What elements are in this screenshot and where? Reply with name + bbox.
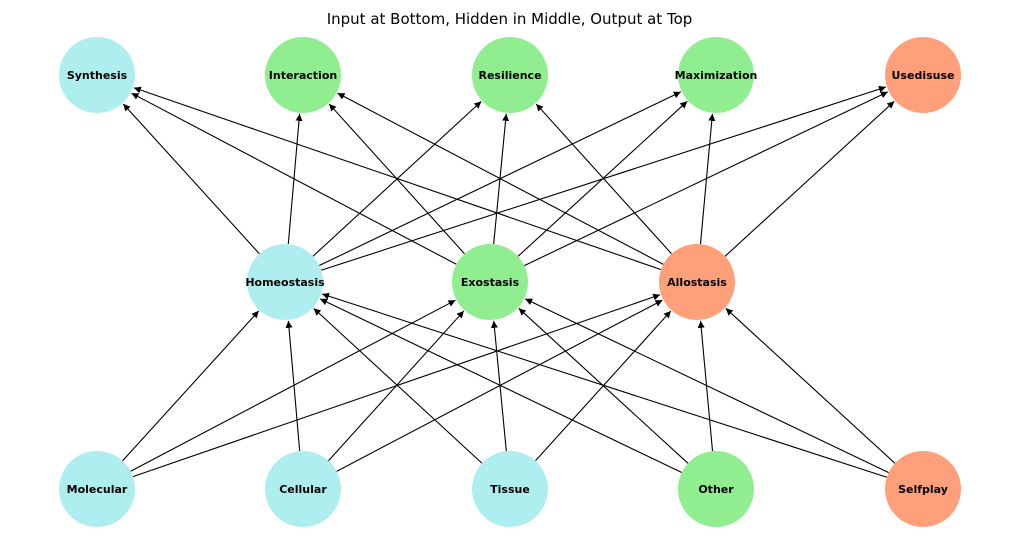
node-label-homeostasis: Homeostasis <box>245 276 325 289</box>
node-label-other: Other <box>698 483 734 496</box>
edge-molecular-to-exostasis <box>130 299 456 472</box>
node-circle-exostasis <box>452 244 528 320</box>
node-circle-homeostasis <box>247 244 323 320</box>
node-label-synthesis: Synthesis <box>67 69 128 82</box>
node-label-maximization: Maximization <box>675 69 758 82</box>
edge-tissue-to-exostasis <box>490 320 507 452</box>
edge-selfplay-to-exostasis <box>524 298 889 474</box>
edge-homeostasis-to-synthesis <box>122 103 260 255</box>
node-homeostasis: Homeostasis <box>245 244 325 320</box>
edge-other-to-homeostasis <box>319 298 682 474</box>
edge-tissue-to-homeostasis <box>313 308 483 464</box>
node-circle-resilience <box>472 37 548 113</box>
edge-selfplay-to-allostasis <box>725 307 896 464</box>
node-circle-tissue <box>472 451 548 527</box>
node-molecular: Molecular <box>59 451 135 527</box>
node-circle-molecular <box>59 451 135 527</box>
node-circle-synthesis <box>59 37 135 113</box>
node-cellular: Cellular <box>265 451 341 527</box>
node-tissue: Tissue <box>472 451 548 527</box>
node-label-molecular: Molecular <box>67 483 128 496</box>
node-circle-allostasis <box>659 244 735 320</box>
edge-cellular-to-homeostasis <box>285 320 301 452</box>
edge-allostasis-to-synthesis <box>133 86 662 271</box>
edge-molecular-to-homeostasis <box>122 310 260 462</box>
node-circle-cellular <box>265 451 341 527</box>
node-circle-usedisuse <box>885 37 961 113</box>
node-maximization: Maximization <box>675 37 758 113</box>
node-usedisuse: Usedisuse <box>885 37 961 113</box>
edge-cellular-to-exostasis <box>328 310 465 462</box>
edge-exostasis-to-synthesis <box>131 92 457 265</box>
node-circle-interaction <box>265 37 341 113</box>
node-label-allostasis: Allostasis <box>667 276 727 289</box>
node-label-resilience: Resilience <box>478 69 541 82</box>
node-allostasis: Allostasis <box>659 244 735 320</box>
node-resilience: Resilience <box>472 37 548 113</box>
edge-exostasis-to-maximization <box>517 100 688 257</box>
diagram-title: Input at Bottom, Hidden in Middle, Outpu… <box>327 10 693 28</box>
node-label-cellular: Cellular <box>279 483 327 496</box>
edge-allostasis-to-maximization <box>699 113 716 245</box>
node-other: Other <box>678 451 754 527</box>
node-interaction: Interaction <box>265 37 341 113</box>
edge-allostasis-to-usedisuse <box>724 100 895 257</box>
node-label-exostasis: Exostasis <box>461 276 520 289</box>
node-label-selfplay: Selfplay <box>898 483 948 496</box>
edge-allostasis-to-interaction <box>337 92 664 265</box>
node-label-interaction: Interaction <box>269 69 337 82</box>
node-circle-other <box>678 451 754 527</box>
edge-allostasis-to-resilience <box>535 103 672 255</box>
node-selfplay: Selfplay <box>885 451 961 527</box>
node-synthesis: Synthesis <box>59 37 135 113</box>
edge-selfplay-to-homeostasis <box>321 292 888 478</box>
node-circle-selfplay <box>885 451 961 527</box>
node-label-usedisuse: Usedisuse <box>892 69 955 82</box>
node-label-tissue: Tissue <box>490 483 530 496</box>
nodes-layer: Synthesis Interaction Resilience Maximizati… <box>59 37 961 527</box>
node-exostasis: Exostasis <box>452 244 528 320</box>
edges-layer <box>122 85 896 478</box>
node-circle-maximization <box>678 37 754 113</box>
